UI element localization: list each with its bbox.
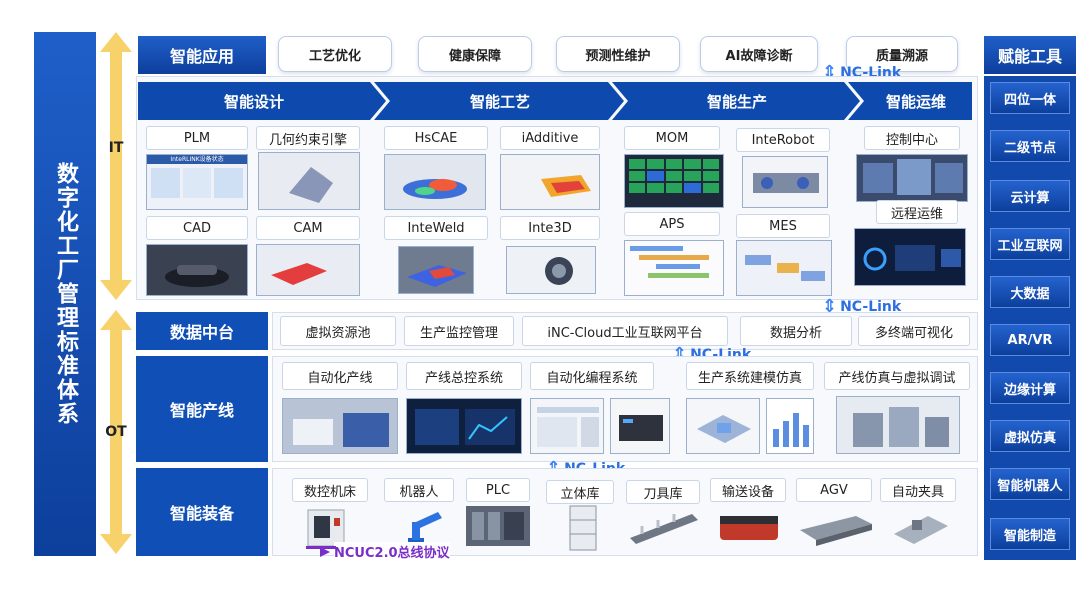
equip-tool-magazine[interactable]: 刀具库 [626,480,700,504]
stage-production: 智能生产 [706,92,767,111]
standard-system-title: 数字化工厂管理标准体系 [34,32,96,556]
agv-image [800,516,872,546]
production-aps[interactable]: APS [624,212,720,236]
design-plm[interactable]: PLM [146,126,248,150]
ot-label: OT [105,424,127,440]
updown-arrow-icon: ⇕ [822,296,838,317]
conveyor-image [720,516,778,540]
app-item-predictive[interactable]: 预测性维护 [556,36,680,72]
stage-process: 智能工艺 [469,92,530,111]
virtual-debug-photo [836,396,960,454]
equip-robot[interactable]: 机器人 [384,478,454,502]
tool-cloud[interactable]: 云计算 [990,180,1070,212]
nclink-it-ot: ⇕ NC-Link [822,296,902,317]
tool-secondary-node[interactable]: 二级节点 [990,130,1070,162]
auto-line-photo [282,398,398,454]
dc-cloud-platform[interactable]: iNC-Cloud工业互联网平台 [522,316,728,346]
tool-virtual-sim[interactable]: 虚拟仿真 [990,420,1070,452]
plm-caption: InteRLINK设备状态 [147,155,247,164]
design-cam[interactable]: CAM [256,216,360,240]
plm-screenshot: InteRLINK设备状态 [146,154,248,210]
modeling-photo [686,398,760,454]
geometry-screenshot [258,152,360,210]
controller-photo [610,398,670,454]
equip-warehouse[interactable]: 立体库 [546,480,614,504]
mom-screenshot [624,154,724,208]
cad-screenshot [146,244,248,296]
it-label: IT [108,140,124,156]
it-arrow-icon [100,32,132,300]
dc-analytics[interactable]: 数据分析 [740,316,852,346]
equip-cnc[interactable]: 数控机床 [292,478,368,502]
stage-design: 智能设计 [223,92,284,111]
app-item-health[interactable]: 健康保障 [418,36,532,72]
hscae-screenshot [384,154,486,210]
design-cad[interactable]: CAD [146,216,248,240]
line-automation[interactable]: 自动化产线 [282,362,398,390]
remote-ops-screenshot [854,228,966,286]
tool-ar-vr[interactable]: AR/VR [990,324,1070,356]
smart-app-header: 智能应用 [138,36,266,74]
tool-smart-robot[interactable]: 智能机器人 [990,468,1070,500]
equip-agv[interactable]: AGV [796,478,872,502]
line-virtual-debug[interactable]: 产线仿真与虚拟调试 [824,362,970,390]
line-modeling-sim[interactable]: 生产系统建模仿真 [686,362,814,390]
dc-visualization[interactable]: 多终端可视化 [858,316,970,346]
production-mom[interactable]: MOM [624,126,720,150]
app-item-process-opt[interactable]: 工艺优化 [278,36,392,72]
smart-line-header: 智能产线 [136,356,268,462]
tools-header: 赋能工具 [984,36,1076,74]
process-inte3d[interactable]: Inte3D [500,216,600,240]
modeling-chart-photo [766,398,814,454]
equip-plc[interactable]: PLC [466,478,530,502]
production-mes[interactable]: MES [736,214,830,238]
auto-programming-photo [530,398,604,454]
master-control-photo [406,398,522,454]
iadditive-screenshot [500,154,600,210]
tool-big-data[interactable]: 大数据 [990,276,1070,308]
equip-conveyor[interactable]: 输送设备 [710,478,786,502]
ops-control-center[interactable]: 控制中心 [864,126,960,150]
app-item-quality[interactable]: 质量溯源 [846,36,958,72]
production-interobot[interactable]: InteRobot [736,128,830,152]
app-item-ai-diagnosis[interactable]: AI故障诊断 [700,36,818,72]
inte3d-screenshot [506,246,596,294]
process-inteweld[interactable]: InteWeld [384,216,488,240]
process-iadditive[interactable]: iAdditive [500,126,600,150]
control-center-screenshot [856,154,968,202]
smart-equip-header: 智能装备 [136,468,268,556]
design-geometry-engine[interactable]: 几何约束引擎 [256,126,360,150]
data-center-header: 数据中台 [136,312,268,350]
plc-image [466,506,530,546]
stage-arrows [138,82,972,120]
ot-arrow-icon [100,310,132,554]
process-hscae[interactable]: HsCAE [384,126,488,150]
line-auto-programming[interactable]: 自动化编程系统 [530,362,654,390]
tool-four-in-one[interactable]: 四位一体 [990,82,1070,114]
line-master-control[interactable]: 产线总控系统 [406,362,522,390]
tool-edge[interactable]: 边缘计算 [990,372,1070,404]
equip-fixture[interactable]: 自动夹具 [880,478,956,502]
right-arrow-icon [320,546,330,557]
inteweld-screenshot [398,246,474,294]
tool-smart-mfg[interactable]: 智能制造 [990,518,1070,550]
tool-magazine-image [630,514,698,544]
protocol-bar [306,546,336,549]
fixture-image [894,516,948,544]
ops-remote[interactable]: 远程运维 [876,200,958,224]
cam-screenshot [256,244,360,296]
aps-screenshot [624,240,724,296]
dc-virtual-pool[interactable]: 虚拟资源池 [280,316,396,346]
mes-screenshot [736,240,832,296]
tool-iiot[interactable]: 工业互联网 [990,228,1070,260]
warehouse-image [569,505,597,551]
protocol-label: NCUC2.0总线协议 [306,542,450,561]
stage-ops: 智能运维 [885,92,946,111]
dc-monitoring[interactable]: 生产监控管理 [404,316,514,346]
interobot-screenshot [742,156,828,208]
